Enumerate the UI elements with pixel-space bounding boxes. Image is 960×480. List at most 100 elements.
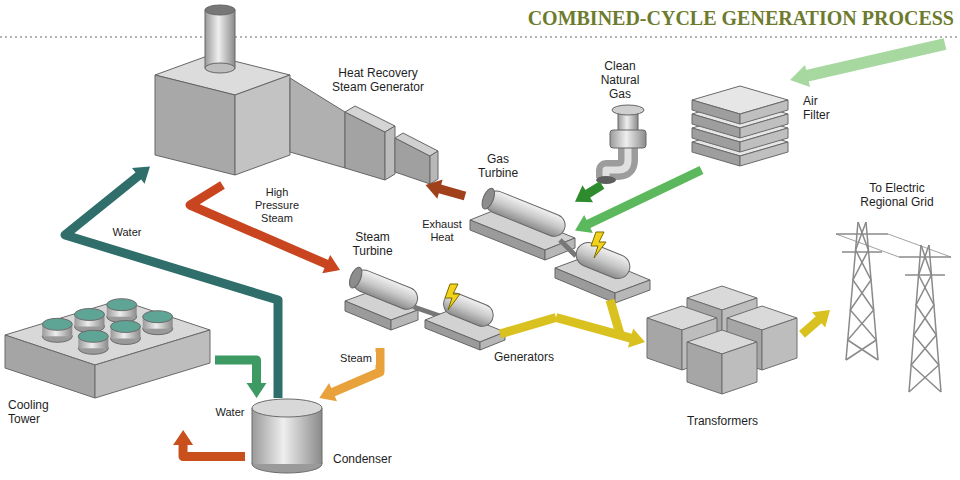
flow-label: Steam: [336, 352, 376, 365]
transformer-drawing: [647, 286, 797, 394]
air-filter-drawing-part: [740, 100, 788, 124]
hrsg-drawing-part: [205, 5, 235, 15]
node-label: Generators: [488, 350, 554, 364]
flow-label: Water: [108, 226, 146, 239]
arrow-head: [575, 185, 593, 202]
hrsg-drawing-part: [345, 106, 395, 132]
node-label: Transformers: [645, 414, 800, 428]
transmission-towers: [836, 222, 951, 392]
flow-line: [215, 360, 257, 386]
cooling-tower: Cooling Tower: [3, 290, 215, 430]
transformer-drawing-part: [762, 318, 797, 370]
steam-turbine-drawing-part: [347, 266, 421, 313]
hrsg-drawing-part: [430, 151, 438, 184]
gas-turbine-drawing-part-part: [482, 188, 568, 240]
air-filter: Air Filter: [685, 60, 850, 170]
transmission-towers-part: [911, 245, 941, 392]
fan-stack-part: [42, 318, 72, 330]
fan-stack-part: [111, 321, 141, 333]
flow-arrow: [575, 170, 702, 233]
flow-line: [190, 185, 329, 265]
flow-line: [330, 348, 380, 393]
node-label: Clean Natural Gas: [592, 59, 648, 101]
gas-pipe-drawing-part: [612, 105, 644, 115]
arrow-head: [322, 255, 340, 273]
flow-arrow: [575, 185, 602, 202]
hrsg-drawing-part: [235, 75, 290, 175]
transmission-towers-part: [909, 245, 921, 392]
arrow-head: [426, 179, 443, 198]
gas-supply: Clean Natural Gas: [575, 55, 665, 185]
node-label: Cooling Tower: [8, 398, 68, 426]
gas-turbine-drawing-part: [480, 187, 569, 240]
transformer-drawing-part: [647, 318, 682, 370]
steam-generator-drawing-part: [425, 320, 480, 350]
node-label: To Electric Regional Grid: [852, 181, 942, 209]
node-label: Steam Turbine: [345, 230, 400, 258]
transformer-bank: Transformers: [645, 280, 802, 435]
cooling-tower-drawing: [5, 299, 210, 398]
generator-wire: [500, 318, 556, 335]
node-label: Condenser: [333, 452, 408, 466]
air-filter-drawing-part: [692, 100, 740, 124]
air-intake-arrow-part: [790, 65, 810, 87]
transmission-towers-part: [899, 256, 951, 258]
node-label: Gas Turbine: [473, 152, 523, 180]
fan-stack-part: [107, 299, 137, 311]
transmission-towers-part: [836, 233, 888, 235]
title-rule: [0, 36, 960, 38]
flow-line: [437, 188, 465, 196]
fan-stack-part: [143, 311, 173, 323]
gas-pipe-drawing-part: [610, 130, 646, 148]
arrow-head: [575, 215, 593, 233]
hrsg-drawing-part: [205, 10, 235, 68]
hrsg-drawing: [155, 5, 438, 184]
diagram-title: COMBINED-CYCLE GENERATION PROCESS: [528, 5, 954, 31]
air-filter-drawing: [692, 86, 788, 166]
transmission-towers-part: [836, 234, 899, 257]
gas-turbine-drawing-part: [545, 238, 575, 260]
flow-line: [586, 170, 702, 225]
flow-line: [65, 174, 278, 398]
generator: Generators: [422, 295, 556, 370]
flow-arrow: [319, 348, 380, 401]
steam-turbine-drawing-part: [391, 310, 418, 330]
flow-arrow: [65, 167, 278, 399]
transformer-drawing-part: [687, 342, 722, 394]
air-intake-arrow: [790, 44, 945, 87]
steam-generator-unit: Heat Recovery Steam Generator: [150, 0, 440, 185]
arrow-head: [173, 430, 193, 445]
steam-turbine: Steam Turbine: [340, 228, 420, 348]
steam-turbine-drawing-part: [345, 301, 391, 330]
transmission-towers-part: [929, 245, 941, 392]
gas-pipe-drawing-part: [606, 146, 628, 178]
steam-turbine-drawing-part-part: [347, 266, 365, 290]
condenser-drawing: [252, 399, 322, 473]
hrsg-drawing-part: [395, 133, 438, 156]
air-intake-arrow-part: [806, 44, 945, 76]
flow-label: Exhaust Heat: [419, 218, 465, 244]
flow-arrow: [190, 185, 340, 273]
fan-stack-part: [78, 330, 108, 342]
steam-turbine-drawing: [345, 266, 421, 330]
condenser-drawing-part: [252, 399, 322, 417]
gas-turbine: Gas Turbine: [465, 150, 575, 265]
fan-stack: [42, 299, 172, 355]
gas-pipe-drawing: [596, 105, 646, 184]
node-label: Air Filter: [803, 94, 843, 122]
gas-generator-drawing-part: [591, 232, 606, 258]
transmission-towers-part: [909, 245, 939, 392]
arrow-head: [628, 328, 645, 347]
flow-line: [802, 318, 821, 334]
condenser: Condenser: [245, 398, 410, 476]
arrow-head: [319, 383, 337, 401]
fan-stack-part: [75, 309, 105, 321]
steam-generator-drawing-part: [414, 307, 440, 316]
node-label: Heat Recovery Steam Generator: [328, 66, 428, 94]
transformer-drawing-part: [722, 342, 757, 394]
condenser-drawing-part: [252, 408, 253, 464]
hrsg-drawing-part: [205, 63, 235, 73]
flow-arrow: [215, 360, 267, 398]
